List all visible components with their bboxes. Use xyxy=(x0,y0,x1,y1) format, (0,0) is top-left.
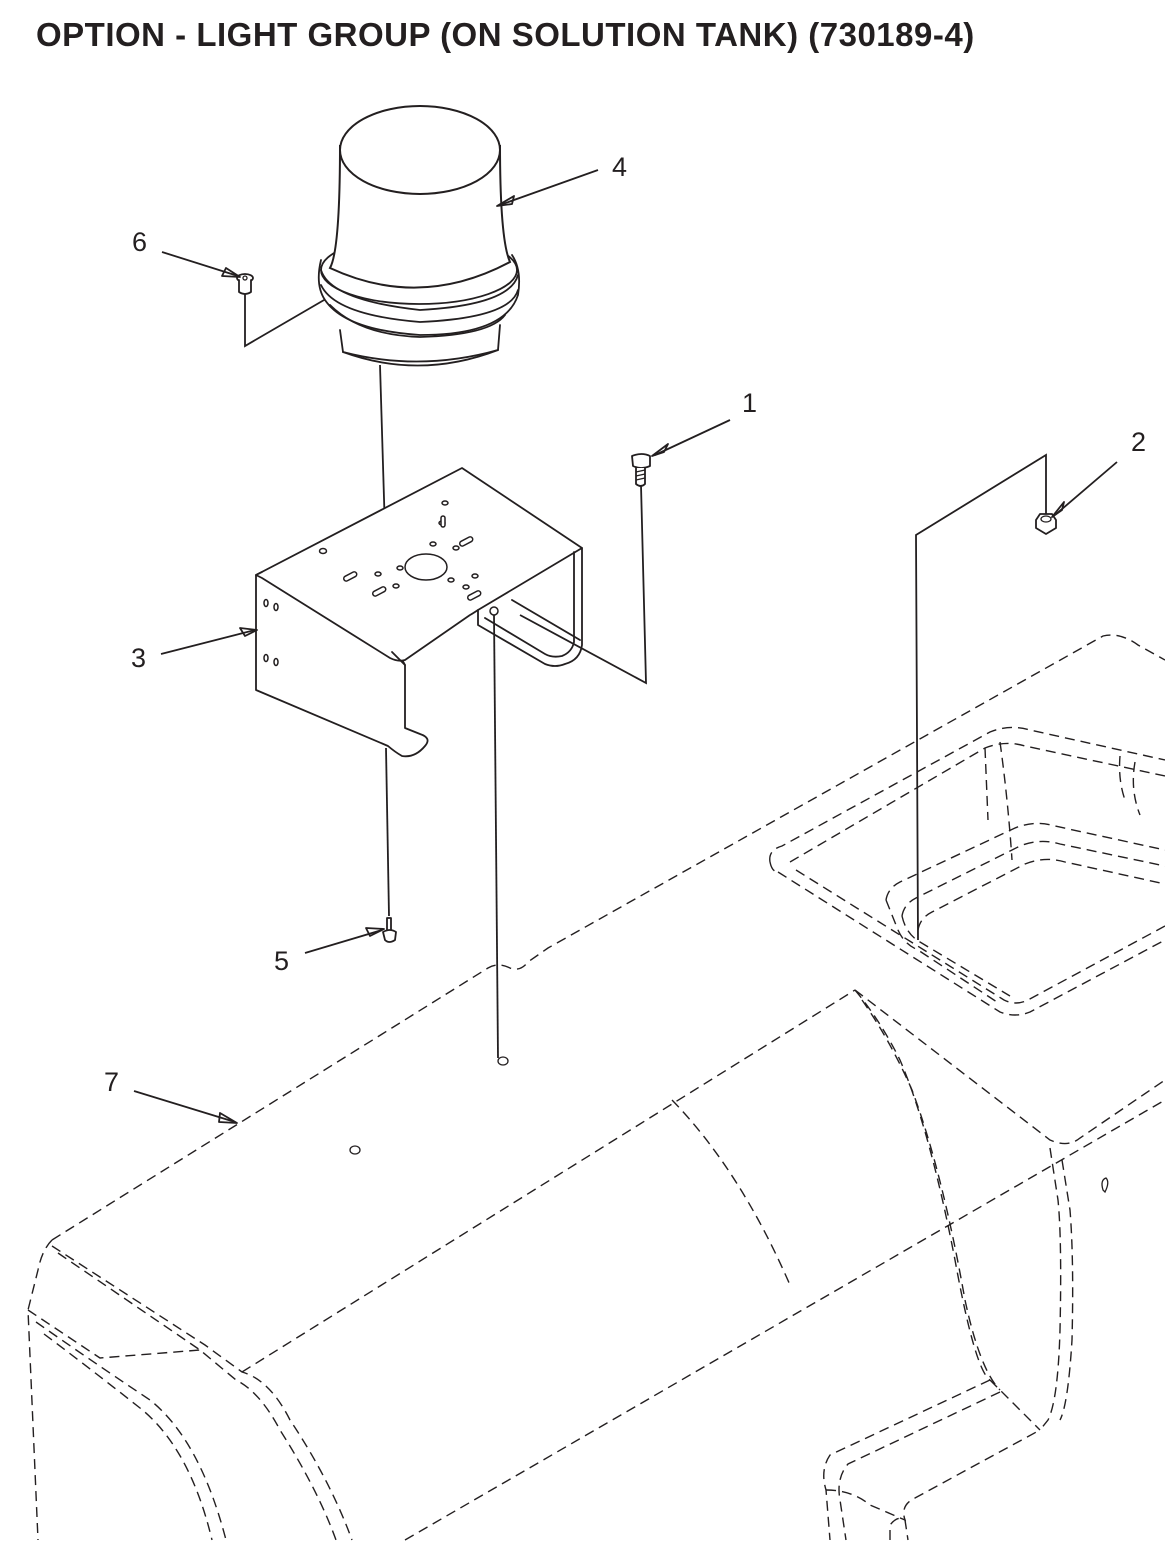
callout-2: 2 xyxy=(1131,427,1146,457)
screw-item-6 xyxy=(236,273,254,295)
nut-item-2 xyxy=(1035,513,1057,535)
callout-6: 6 xyxy=(132,227,147,257)
callout-3: 3 xyxy=(131,643,146,673)
mounting-bracket xyxy=(255,467,583,758)
callout-4: 4 xyxy=(612,152,627,182)
screw-item-5 xyxy=(382,917,397,943)
solution-tank xyxy=(27,634,1165,1541)
callout-5: 5 xyxy=(274,946,289,976)
page-title: OPTION - LIGHT GROUP (ON SOLUTION TANK) … xyxy=(36,16,975,53)
assembly-lines xyxy=(244,281,1047,1059)
beacon-light xyxy=(317,105,521,367)
screw-item-1 xyxy=(631,453,651,487)
callout-1: 1 xyxy=(742,388,757,418)
callout-7: 7 xyxy=(104,1067,119,1097)
callout-arrows xyxy=(133,169,1118,1124)
